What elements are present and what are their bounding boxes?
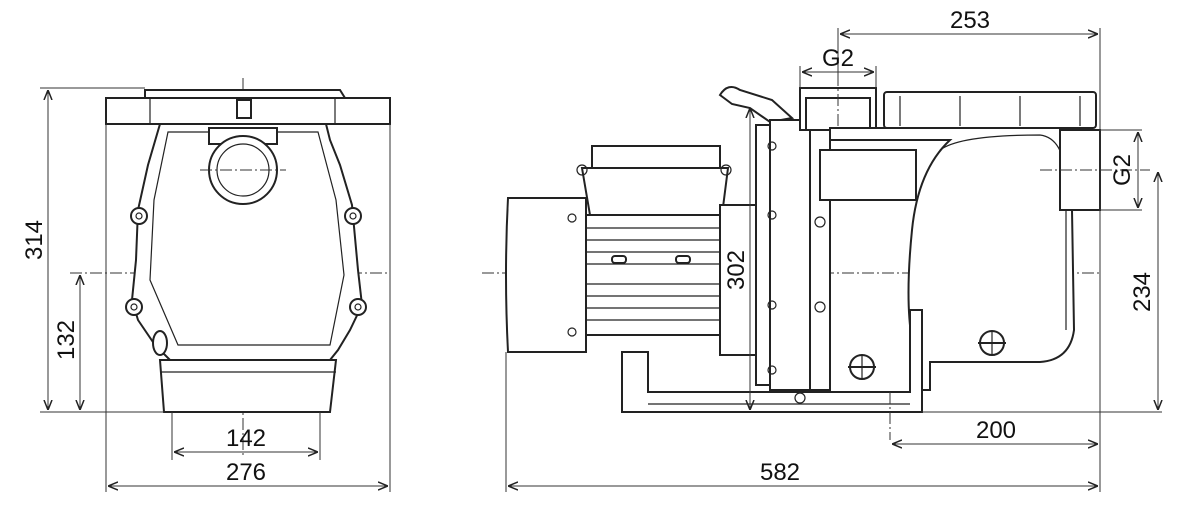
- strainer-lid-ribs: [899, 96, 1081, 126]
- seal-bolt-1: [767, 141, 777, 151]
- seal-plate: [769, 119, 811, 391]
- dim-label-276: 276: [226, 459, 266, 486]
- dim-label-200: 200: [976, 417, 1016, 444]
- strainer-lid: [883, 91, 1097, 129]
- front-boss-right-lower: [349, 298, 367, 316]
- drain-plug-rear: [978, 330, 1006, 356]
- motor-fin-clip-left: [611, 255, 627, 264]
- dim-label-132: 132: [53, 320, 80, 360]
- dim-label-g2-top: G2: [822, 45, 854, 72]
- dim-label-302: 302: [723, 250, 750, 290]
- dim-label-g2-side: G2: [1109, 154, 1136, 186]
- dim-label-314: 314: [21, 220, 48, 260]
- motor-cooling-fins: [586, 227, 720, 321]
- base-screw: [794, 392, 806, 404]
- dim-label-582: 582: [760, 459, 800, 486]
- terminal-box-lid: [591, 145, 721, 169]
- front-body-inner-line: [149, 131, 345, 346]
- front-view: 314 132 142 276: [21, 78, 391, 492]
- seal-bolt-2: [767, 210, 777, 220]
- front-boss-left-upper: [130, 207, 148, 225]
- front-lid-top: [144, 89, 347, 99]
- front-lid-ribs: [149, 98, 336, 124]
- motor-end-cap: [505, 197, 587, 353]
- motor-body: [585, 214, 721, 336]
- motor-cap-screw-top: [567, 213, 577, 223]
- front-lid-handle: [236, 99, 252, 119]
- motor-fin-clip-right: [675, 255, 691, 264]
- front-boss-left-lower: [125, 298, 143, 316]
- side-view: 253 G2 G2 234 302 200 582: [482, 7, 1162, 492]
- dim-label-142: 142: [226, 425, 266, 452]
- terminal-box: [580, 167, 730, 216]
- seal-nut-lower: [814, 301, 826, 313]
- motor-cap-screw-bottom: [567, 327, 577, 337]
- front-boss-left-lower-hole: [130, 303, 138, 311]
- seal-nut-upper: [814, 216, 826, 228]
- drain-plug-front: [848, 354, 876, 380]
- terminal-box-screw-left: [576, 164, 588, 176]
- front-boss-right-lower-hole: [354, 303, 362, 311]
- pump-flange-plate: [755, 124, 771, 386]
- dim-label-253: 253: [950, 7, 990, 34]
- front-body: [130, 123, 364, 361]
- front-base: [158, 359, 338, 413]
- seal-bolt-4: [767, 365, 777, 375]
- terminal-box-screw-right: [720, 164, 732, 176]
- base-frame: [621, 309, 923, 413]
- front-boss-right-upper-hole: [349, 212, 357, 220]
- front-boss-left-upper-hole: [135, 212, 143, 220]
- dim-label-234: 234: [1129, 272, 1156, 312]
- front-drain-plug: [152, 330, 168, 356]
- front-boss-right-upper: [344, 207, 362, 225]
- carry-handle: [718, 85, 795, 124]
- pump-nameplate: [819, 149, 917, 201]
- seal-bolt-3: [767, 300, 777, 310]
